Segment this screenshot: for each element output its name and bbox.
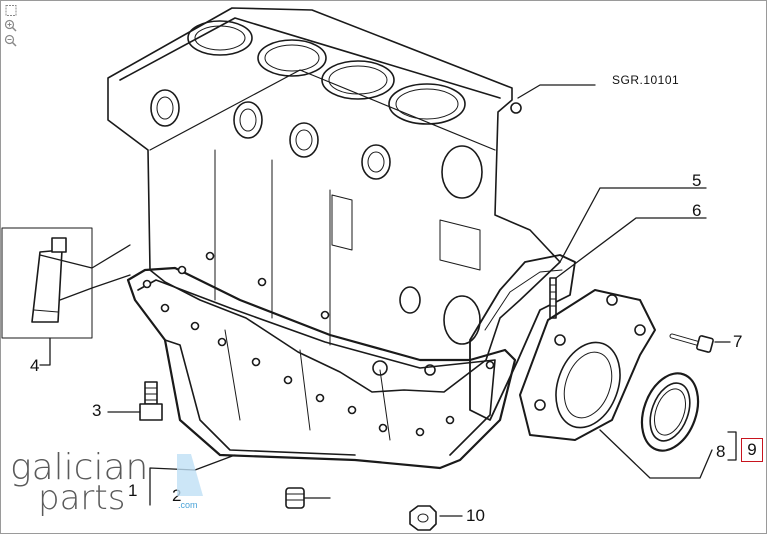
callout-2[interactable]: 2 — [172, 486, 182, 505]
watermark-line2: parts — [38, 478, 126, 518]
callout-9[interactable]: 9 — [741, 438, 763, 462]
zoom-toolbar — [3, 4, 21, 49]
sealant-tube — [1, 227, 93, 339]
watermark-line1: galician — [10, 447, 149, 488]
watermark-domain: .com — [178, 500, 198, 510]
callout-5[interactable]: 5 — [692, 171, 702, 190]
callout-4[interactable]: 4 — [30, 356, 40, 375]
oil-pan — [126, 251, 517, 470]
seal-carrier — [519, 289, 656, 441]
callout-10[interactable]: 10 — [466, 506, 485, 525]
callout-1[interactable]: 1 — [128, 481, 138, 500]
front-gasket — [469, 254, 576, 421]
pan-bolt — [139, 381, 163, 421]
zoom-in-icon[interactable] — [3, 19, 19, 32]
fit-icon[interactable] — [3, 4, 19, 17]
callout-3[interactable]: 3 — [92, 401, 102, 420]
stud — [549, 277, 557, 319]
leader-lines — [39, 84, 737, 517]
drain-plug — [285, 487, 305, 509]
callout-8[interactable]: 8 — [716, 442, 726, 461]
callout-6[interactable]: 6 — [692, 201, 702, 220]
reference-code: SGR.10101 — [612, 73, 680, 87]
callout-7[interactable]: 7 — [733, 332, 743, 351]
nut — [409, 505, 437, 531]
bolt — [669, 333, 714, 353]
zoom-out-icon[interactable] — [3, 34, 19, 47]
engine-block — [107, 7, 561, 393]
watermark-logo-shape — [177, 454, 203, 496]
oil-seal — [640, 372, 700, 452]
